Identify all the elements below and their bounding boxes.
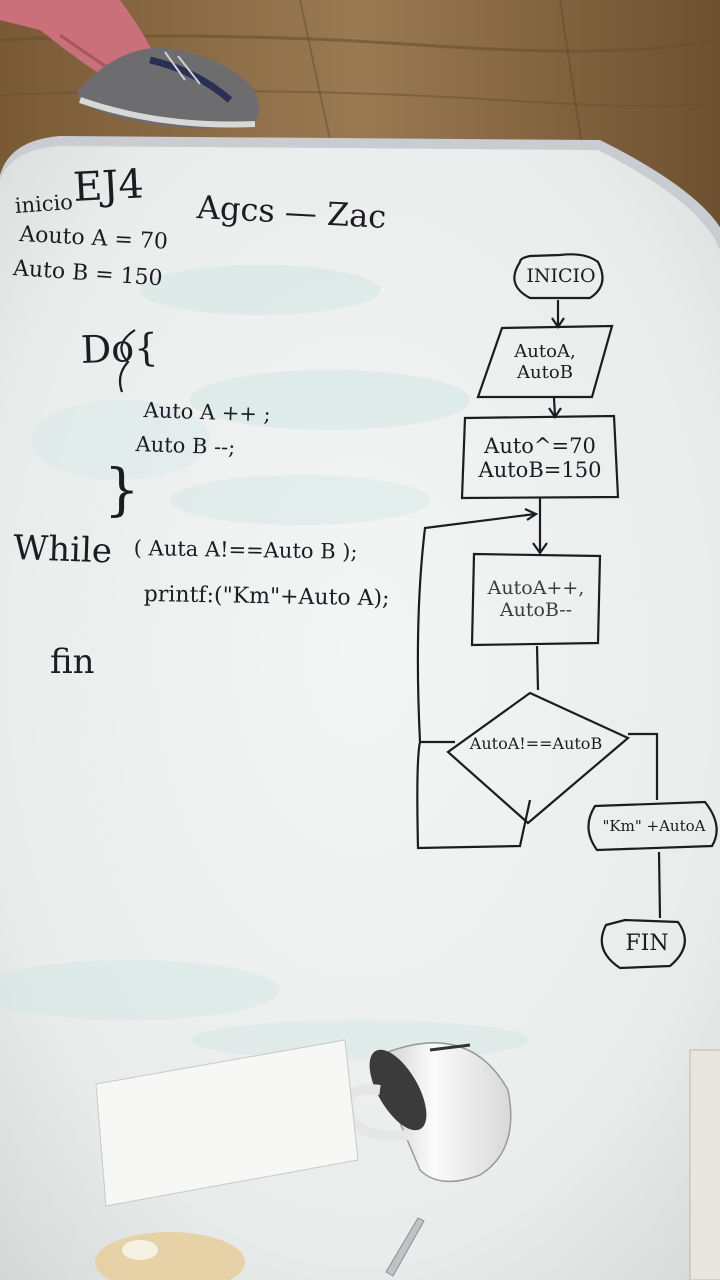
food-container	[95, 1232, 245, 1280]
loop-process: AutoA++, AutoB--	[474, 558, 598, 642]
code-printf: printf:("Km"+Auto A);	[143, 582, 390, 612]
assign-process: Auto^=70 AutoB=150	[464, 420, 616, 496]
loop-line-2: AutoB--	[499, 599, 573, 621]
input-parallelogram: AutoA, AutoB	[490, 330, 600, 396]
output-label: "Km" +AutoA	[602, 817, 706, 836]
arrow-assign-to-loop	[532, 498, 548, 555]
arrow-output-to-end	[657, 851, 662, 919]
decision-diamond-shape	[446, 691, 631, 825]
input-line-2: AutoB	[517, 362, 573, 383]
start-terminator-shape	[513, 253, 604, 300]
decision-true-branch	[628, 732, 659, 800]
flowchart	[416, 253, 718, 970]
assign-process-shape	[460, 414, 620, 500]
loop-line-1: AutoA++,	[487, 577, 585, 600]
code-decor	[118, 329, 136, 393]
output-display-shape	[587, 800, 718, 852]
start-terminator: INICIO	[516, 256, 606, 298]
loop-process-shape	[470, 552, 602, 647]
arrow-loop-to-decision	[535, 645, 540, 691]
board-edge-object	[689, 1049, 720, 1280]
end-label: FIN	[625, 931, 669, 957]
code-while-condition: ( Auta A!==Auto B );	[133, 536, 358, 564]
output-display: "Km" +AutoA	[592, 806, 716, 848]
loop-back-line	[416, 507, 539, 850]
code-increment: Auto A ++ ;	[143, 398, 272, 427]
input-parallelogram-shape	[476, 324, 614, 399]
assign-line-1: Auto^=70	[484, 433, 596, 458]
code-close-brace: }	[104, 458, 140, 523]
code-decrement: Auto B --;	[135, 432, 236, 460]
pen	[385, 1217, 425, 1277]
assign-line-2: AutoB=150	[478, 458, 602, 482]
decision-diamond: AutoA!==AutoB	[456, 726, 616, 762]
code-while-keyword: While	[12, 528, 113, 572]
coffee-mug	[343, 1042, 512, 1183]
sneaker	[78, 47, 259, 129]
start-label: INICIO	[526, 265, 596, 288]
whiteboard	[0, 136, 720, 1280]
code-inicio: inicio	[14, 189, 74, 218]
input-line-1: AutoA,	[514, 341, 576, 363]
code-do-keyword: Do{	[80, 325, 160, 372]
exercise-title: EJ4	[72, 161, 145, 211]
end-terminator-shape	[600, 918, 686, 970]
decision-label: AutoA!==AutoB	[469, 733, 603, 753]
paper-note	[95, 1039, 359, 1207]
end-terminator: FIN	[604, 922, 690, 966]
code-fin: fin	[50, 642, 95, 682]
